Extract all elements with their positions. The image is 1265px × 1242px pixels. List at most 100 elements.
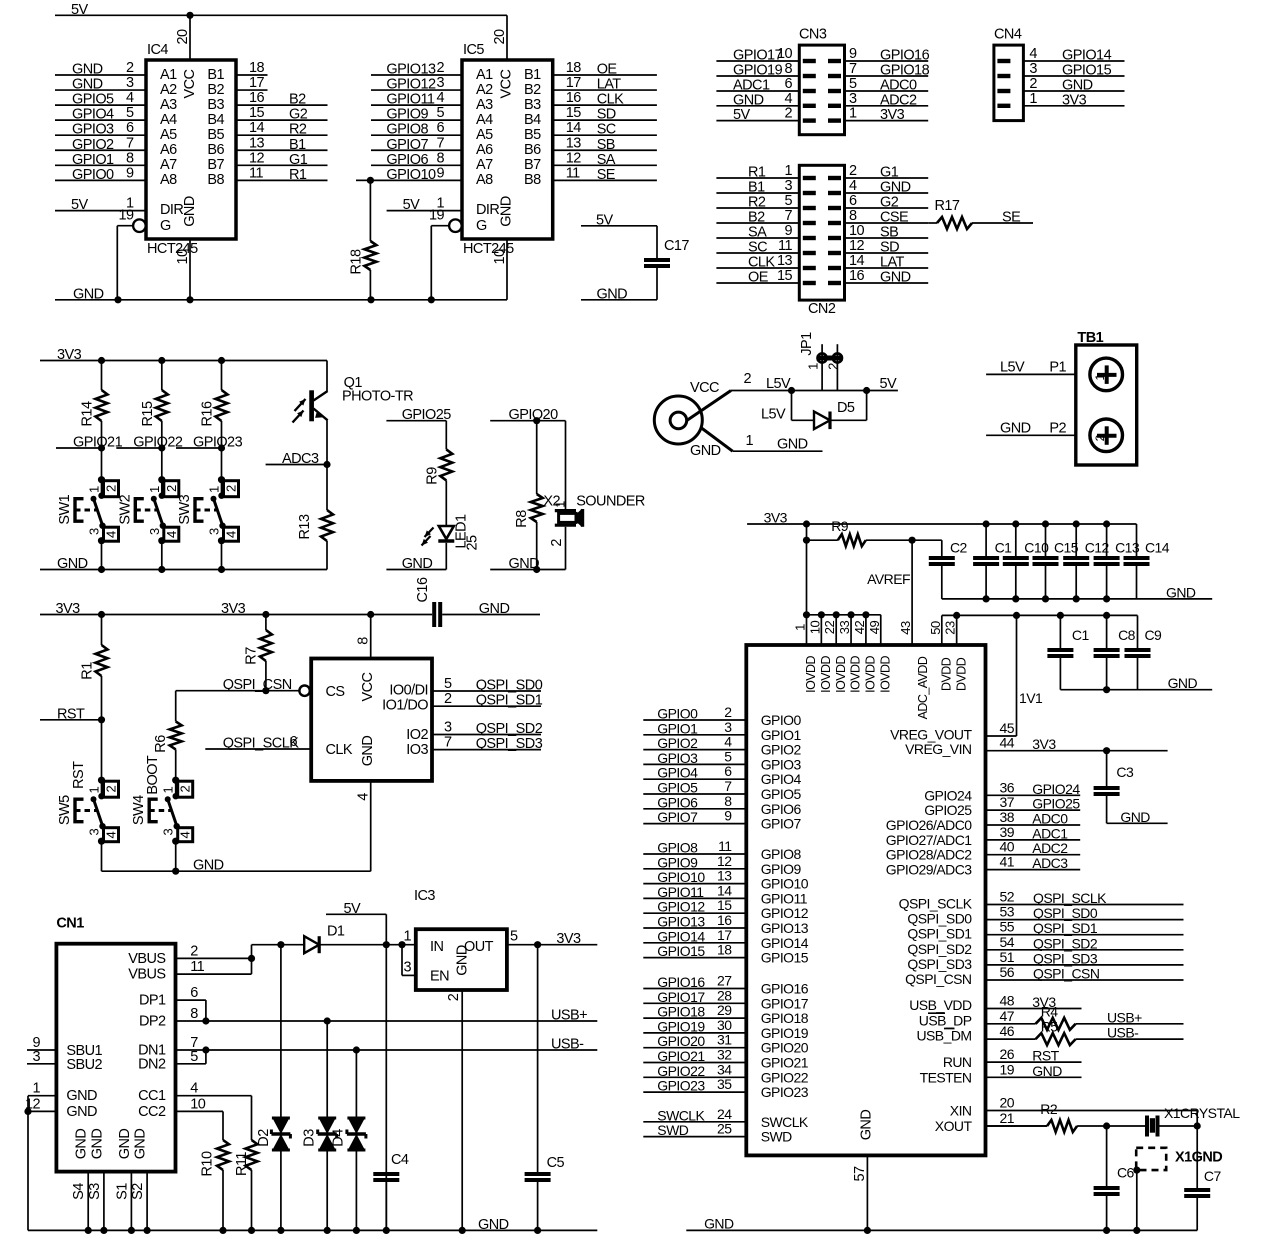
svg-text:39: 39 [1000, 824, 1015, 840]
svg-text:C5: C5 [547, 1155, 565, 1171]
svg-text:6: 6 [724, 763, 732, 779]
svg-text:2: 2 [743, 371, 751, 387]
svg-text:IOVDD: IOVDD [849, 655, 863, 692]
svg-text:S2: S2 [130, 1183, 146, 1200]
svg-text:USB_DM: USB_DM [916, 1028, 971, 1044]
svg-text:5V: 5V [344, 901, 362, 917]
svg-text:16: 16 [249, 90, 265, 106]
svg-text:GND: GND [733, 92, 764, 108]
svg-text:36: 36 [1000, 779, 1015, 795]
svg-text:A4: A4 [476, 112, 493, 128]
svg-text:1: 1 [1029, 91, 1037, 107]
svg-text:5: 5 [190, 1049, 198, 1065]
svg-text:GPIO12: GPIO12 [386, 77, 436, 93]
svg-text:3: 3 [403, 960, 411, 976]
svg-text:14: 14 [717, 882, 732, 898]
svg-text:DIR: DIR [160, 202, 183, 218]
svg-text:6: 6 [784, 76, 792, 92]
svg-text:R6: R6 [153, 735, 169, 753]
svg-text:GPIO11: GPIO11 [657, 884, 704, 900]
svg-text:S1: S1 [114, 1183, 130, 1200]
svg-text:P1: P1 [1049, 359, 1066, 375]
svg-text:CSE: CSE [880, 210, 909, 226]
svg-text:QSPI_CSN: QSPI_CSN [223, 677, 292, 693]
svg-text:B2: B2 [207, 82, 224, 98]
svg-text:SWCLK: SWCLK [761, 1114, 809, 1130]
svg-text:27: 27 [717, 973, 732, 989]
svg-text:B5: B5 [207, 127, 224, 143]
svg-text:DVDD: DVDD [940, 657, 954, 691]
svg-text:R17: R17 [935, 198, 960, 214]
svg-text:3: 3 [126, 75, 134, 91]
svg-text:R9: R9 [424, 467, 440, 485]
svg-text:Q1: Q1 [344, 375, 363, 391]
svg-text:R2: R2 [289, 122, 307, 138]
svg-text:L5V: L5V [1000, 359, 1025, 375]
svg-text:6: 6 [190, 985, 198, 1001]
svg-text:GND: GND [509, 556, 540, 572]
svg-text:1: 1 [554, 501, 568, 508]
svg-text:A8: A8 [476, 172, 493, 188]
svg-text:44: 44 [1000, 735, 1015, 751]
svg-text:SWCLK: SWCLK [657, 1107, 705, 1123]
svg-text:GPIO7: GPIO7 [386, 137, 428, 153]
svg-text:34: 34 [717, 1061, 732, 1077]
svg-text:USB_DP: USB_DP [919, 1012, 972, 1028]
svg-text:DN1: DN1 [138, 1043, 166, 1059]
svg-text:VCC: VCC [690, 380, 719, 396]
svg-text:1: 1 [745, 433, 753, 449]
svg-text:GPIO23: GPIO23 [761, 1084, 809, 1100]
svg-text:SA: SA [597, 152, 616, 168]
svg-text:2: 2 [104, 786, 119, 793]
svg-text:DN2: DN2 [138, 1056, 166, 1072]
svg-text:X1GND: X1GND [1175, 1149, 1222, 1165]
svg-text:GPIO8: GPIO8 [657, 840, 698, 856]
svg-text:20: 20 [1000, 1095, 1015, 1111]
svg-text:2: 2 [826, 363, 841, 370]
svg-text:G1: G1 [880, 165, 899, 181]
svg-text:VCC: VCC [182, 69, 198, 98]
svg-text:43: 43 [898, 621, 913, 635]
svg-text:GPIO6: GPIO6 [386, 152, 428, 168]
svg-text:2: 2 [849, 163, 857, 179]
svg-text:7: 7 [190, 1035, 198, 1051]
svg-text:A3: A3 [476, 97, 493, 113]
svg-text:B1: B1 [289, 137, 306, 153]
svg-text:GPIO20: GPIO20 [509, 407, 559, 423]
svg-text:QSPI_SCLK: QSPI_SCLK [899, 896, 973, 912]
svg-text:GPIO4: GPIO4 [72, 107, 114, 123]
svg-text:QSPI_SCLK: QSPI_SCLK [1033, 890, 1107, 906]
svg-text:3V3: 3V3 [221, 601, 246, 617]
svg-text:GPIO16: GPIO16 [761, 981, 809, 997]
svg-text:3: 3 [87, 528, 102, 535]
svg-text:SC: SC [597, 122, 616, 138]
svg-text:11: 11 [566, 165, 580, 181]
svg-text:GND: GND [72, 77, 103, 93]
svg-text:3V3: 3V3 [556, 931, 581, 947]
svg-text:3V3: 3V3 [56, 601, 81, 617]
svg-text:3: 3 [1029, 61, 1037, 77]
svg-text:GPIO15: GPIO15 [761, 950, 809, 966]
svg-text:B2: B2 [748, 210, 765, 226]
svg-text:31: 31 [717, 1032, 732, 1048]
svg-text:OE: OE [748, 270, 769, 286]
svg-text:4: 4 [126, 90, 134, 106]
svg-text:GPIO25: GPIO25 [402, 407, 452, 423]
svg-text:SB: SB [880, 225, 898, 241]
svg-text:A2: A2 [160, 82, 177, 98]
svg-text:16: 16 [849, 268, 865, 284]
svg-text:IO3: IO3 [406, 742, 428, 758]
svg-text:QSPI_SD1: QSPI_SD1 [907, 926, 972, 942]
svg-text:54: 54 [1000, 934, 1015, 950]
svg-text:IOVDD: IOVDD [819, 655, 833, 692]
svg-text:4: 4 [224, 531, 239, 538]
svg-text:GPIO24: GPIO24 [924, 787, 972, 803]
svg-text:GPIO10: GPIO10 [761, 876, 809, 892]
svg-text:GPIO13: GPIO13 [657, 914, 705, 930]
svg-text:42: 42 [852, 621, 867, 635]
svg-text:GPIO1: GPIO1 [761, 727, 802, 743]
svg-text:GPIO1: GPIO1 [657, 720, 698, 736]
svg-text:R2: R2 [748, 195, 766, 211]
svg-text:GPIO22: GPIO22 [761, 1069, 809, 1085]
svg-text:1: 1 [436, 196, 444, 212]
